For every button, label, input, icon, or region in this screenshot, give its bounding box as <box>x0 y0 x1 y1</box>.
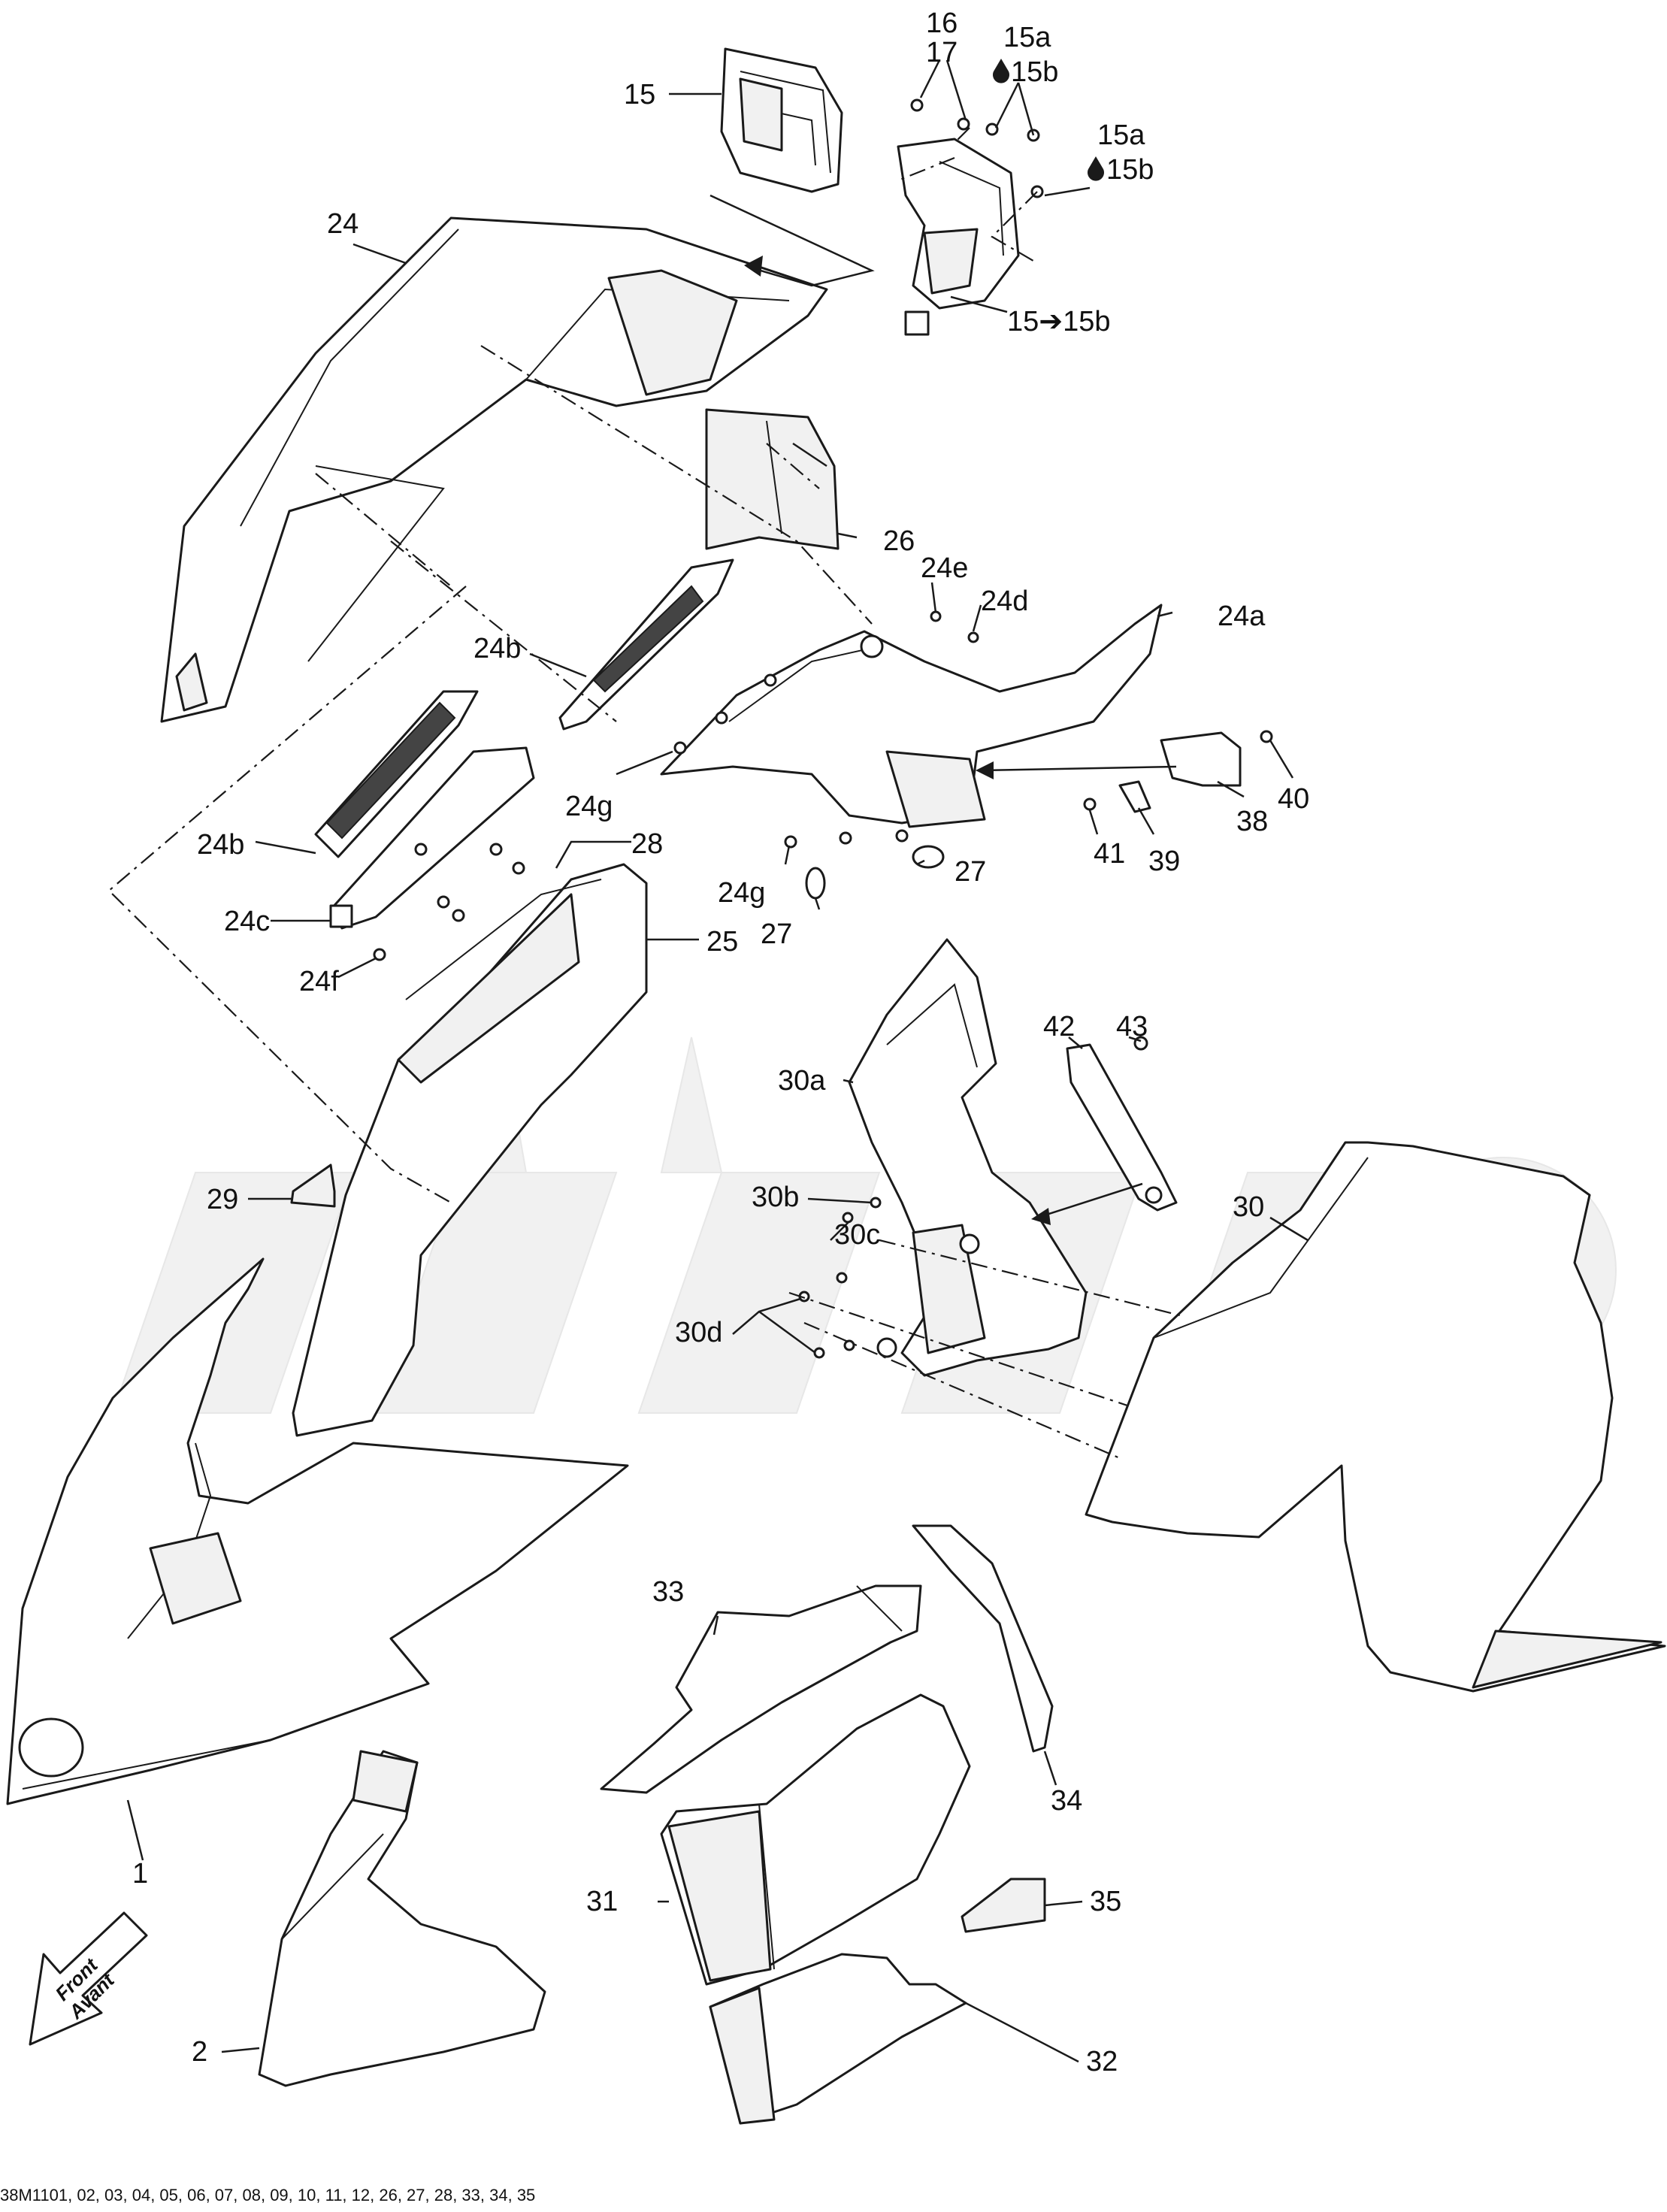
callout-39: 39 <box>1148 846 1180 877</box>
part-42-support-arm <box>1066 1036 1178 1212</box>
callout-27-1: 27 <box>761 918 792 950</box>
callout-29: 29 <box>207 1184 238 1215</box>
part-35-block <box>961 1878 1046 1933</box>
gaskets-27 <box>805 845 945 900</box>
part-29-small-block <box>290 1163 336 1208</box>
fasteners <box>373 610 979 1359</box>
part-24-upper-cowl <box>160 216 828 723</box>
part-34-strip <box>912 1524 1054 1753</box>
callout-24: 24 <box>327 208 359 240</box>
callout-30b: 30b <box>752 1182 799 1213</box>
callout-26: 26 <box>883 525 915 557</box>
callout-15-to-15b: 15➔15b <box>1007 306 1111 337</box>
assembly-arrows <box>709 194 1177 1225</box>
callout-27-2: 27 <box>955 856 986 888</box>
part-33-inner-trim <box>600 1584 922 1794</box>
callout-24b-2: 24b <box>197 829 244 861</box>
callout-35: 35 <box>1090 1886 1121 1917</box>
callout-34: 34 <box>1051 1785 1082 1817</box>
callout-32: 32 <box>1086 2046 1118 2077</box>
part-38-connector <box>1083 730 1273 813</box>
part-1-front-cowl <box>6 1257 629 1805</box>
callout-24e: 24e <box>921 552 968 584</box>
part-15-headlight-housing <box>720 47 843 193</box>
part-24a-center-frame <box>660 604 1163 828</box>
drop-icon <box>1088 156 1105 181</box>
callout-1: 1 <box>132 1858 148 1890</box>
callout-24d: 24d <box>981 586 1028 617</box>
callout-15b-1: 15b <box>1011 56 1058 88</box>
leader-lines <box>126 59 1308 2063</box>
callout-24a: 24a <box>1218 601 1266 632</box>
callout-30: 30 <box>1233 1191 1264 1223</box>
drop-icon <box>992 59 1009 83</box>
callout-24g-2: 24g <box>718 877 765 909</box>
callout-15a-1: 15a <box>1003 22 1051 53</box>
callout-labels: 15 16 17 15a 15b 15a 15b 15➔15b 24 26 24… <box>132 8 1309 2077</box>
part-32-lower-deflector <box>709 1953 967 2125</box>
callout-43: 43 <box>1116 1011 1148 1042</box>
callout-41: 41 <box>1094 838 1125 870</box>
front-arrow-icon: Front Avant <box>29 1911 148 2046</box>
callout-28: 28 <box>631 828 663 860</box>
callout-17: 17 <box>926 37 958 68</box>
alignment-lines <box>107 127 1181 1460</box>
callout-30a: 30a <box>778 1065 826 1097</box>
part-24b-vent-lower <box>314 690 535 930</box>
callout-24b-1: 24b <box>473 633 521 664</box>
callout-25: 25 <box>706 926 738 958</box>
part-15b-headlight-bracket <box>897 98 1044 336</box>
part-31-deflector <box>660 1693 971 1986</box>
callout-2: 2 <box>192 2036 207 2068</box>
callout-16: 16 <box>926 8 958 39</box>
callout-31: 31 <box>586 1886 618 1917</box>
callout-33: 33 <box>652 1576 684 1608</box>
part-2-lower-cowl <box>258 1750 546 2087</box>
drawing-reference-footer: 38M1101, 02, 03, 04, 05, 06, 07, 08, 09,… <box>0 2186 535 2204</box>
part-30a-inner-bracket <box>848 938 1088 1377</box>
callout-40: 40 <box>1278 783 1309 815</box>
callout-15: 15 <box>624 79 655 110</box>
part-26-inner-panel <box>705 408 840 550</box>
callout-42: 42 <box>1043 1011 1075 1042</box>
part-24b-vent-upper <box>558 558 734 731</box>
callout-15a-2: 15a <box>1097 120 1145 151</box>
callout-15b-2: 15b <box>1106 154 1154 186</box>
callout-24f: 24f <box>299 966 339 997</box>
callout-38: 38 <box>1236 806 1268 837</box>
callout-30d: 30d <box>675 1317 722 1348</box>
part-25-side-panel <box>292 863 648 1437</box>
part-30-side-panel <box>1085 1141 1666 1693</box>
callout-24g-1: 24g <box>565 791 613 822</box>
callout-24c: 24c <box>224 906 270 937</box>
callout-30c: 30c <box>834 1219 880 1251</box>
